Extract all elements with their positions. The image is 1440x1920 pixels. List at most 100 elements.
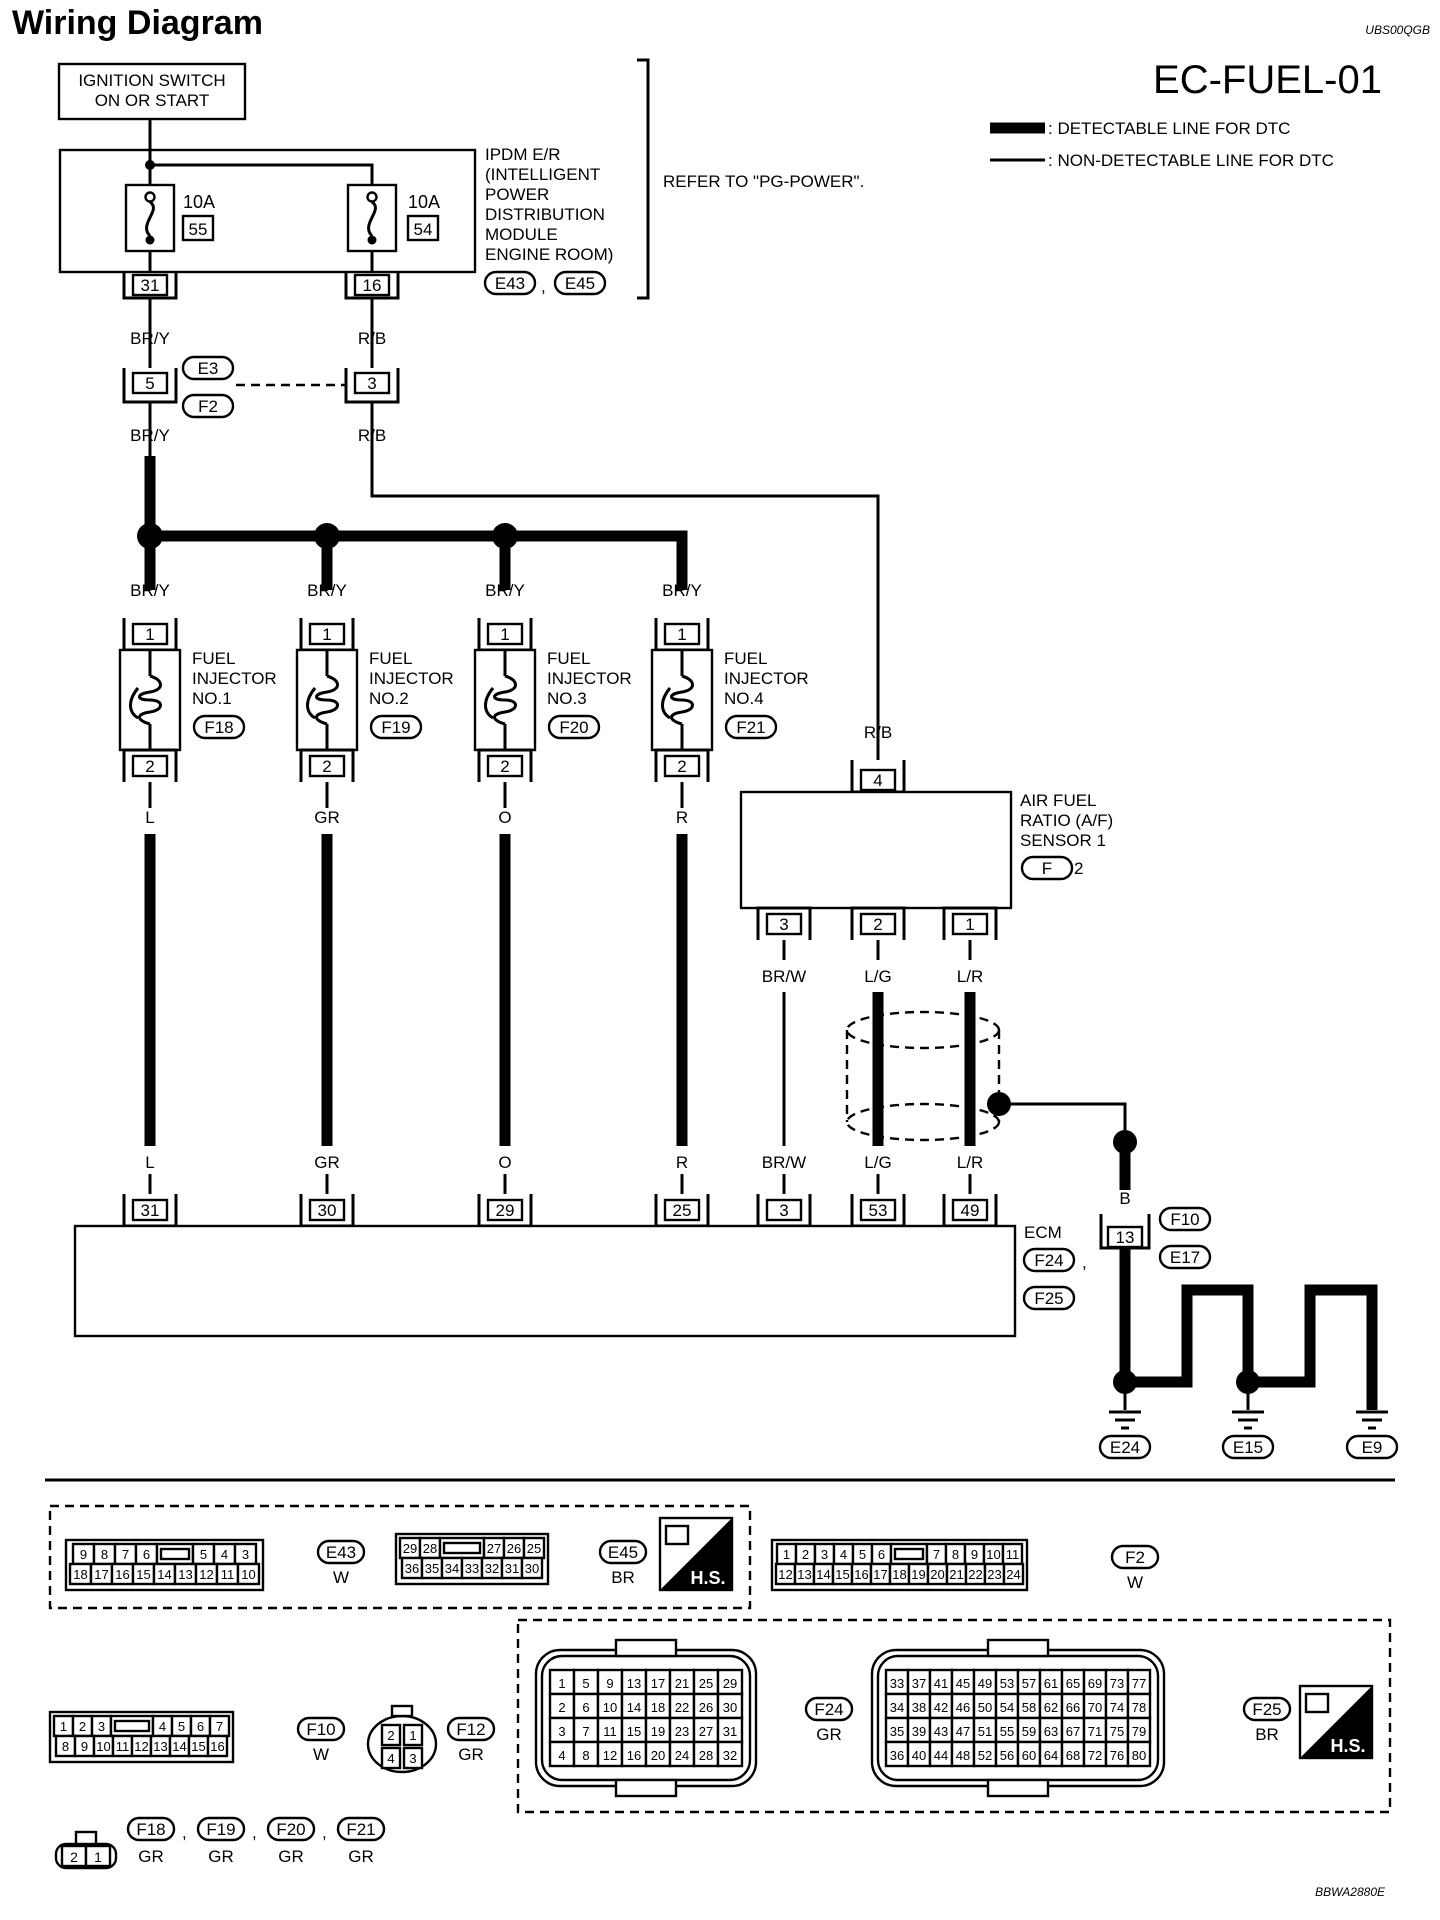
injector-supply-bus <box>144 456 688 590</box>
connector-tag-f24-label: F24 <box>814 1700 843 1719</box>
af-sensor-pins: 3BR/WBR/W3AFH2L/GL/G53AF-1L/RL/R49AF+ <box>756 906 998 1254</box>
pin-label-35: 35 <box>890 1724 904 1739</box>
pin-label-34: 34 <box>890 1700 904 1715</box>
connector-color-f19: GR <box>208 1847 234 1866</box>
connector-tag-inj-f21-label: F21 <box>346 1820 375 1839</box>
svg-text:F10: F10 <box>1170 1210 1199 1229</box>
injector-1-label-1: FUEL <box>192 649 235 668</box>
af-sensor-terminal-4: 4 <box>850 760 906 794</box>
pin-label-15: 15 <box>835 1567 849 1582</box>
pin-label-13: 13 <box>153 1739 167 1754</box>
injector-3-pin-2 <box>486 754 524 778</box>
pin-label-21: 21 <box>949 1567 963 1582</box>
pin-label-75: 75 <box>1110 1724 1124 1739</box>
pin-label-7: 7 <box>582 1724 589 1739</box>
injector-2-pin-1-label: 1 <box>322 625 331 644</box>
ipdm-label: IPDM E/R (INTELLIGENT POWER DISTRIBUTION… <box>485 145 613 264</box>
pin-label-67: 67 <box>1066 1724 1080 1739</box>
fuse-54-rating: 10A <box>408 192 440 212</box>
fuse-54-number: 54 <box>414 220 433 239</box>
injector-1-pin-2-label: 2 <box>145 757 154 776</box>
connector-color-f21: GR <box>348 1847 374 1866</box>
ecm-wire-25: R <box>676 1153 688 1172</box>
pin-label-70: 70 <box>1088 1700 1102 1715</box>
pin-label-14: 14 <box>627 1700 641 1715</box>
svg-text:F25: F25 <box>1034 1289 1063 1308</box>
splice-3 <box>492 523 518 549</box>
svg-text:5: 5 <box>145 374 154 393</box>
pin-label-36: 36 <box>890 1748 904 1763</box>
pin-label-66: 66 <box>1066 1700 1080 1715</box>
pin-label-7: 7 <box>122 1547 129 1562</box>
af-sensor-pin-2-label: 2 <box>873 915 882 934</box>
injector-4-label-2: INJECTOR <box>724 669 809 688</box>
pin-label-3: 3 <box>409 1751 416 1766</box>
injector-1-label-3: NO.1 <box>192 689 232 708</box>
svg-text:E43: E43 <box>495 274 525 293</box>
pin-32 <box>716 1740 744 1768</box>
ignition-switch-state: ON OR START <box>95 91 210 110</box>
pin-label-43: 43 <box>934 1724 948 1739</box>
svg-text:E17: E17 <box>1170 1248 1200 1267</box>
ground-dot-e15 <box>1236 1370 1260 1394</box>
svg-text:IPDM E/R: IPDM E/R <box>485 145 561 164</box>
pin-label-78: 78 <box>1132 1700 1146 1715</box>
svg-text:13: 13 <box>1116 1228 1135 1247</box>
pin-label-25: 25 <box>699 1676 713 1691</box>
pin-label-5: 5 <box>859 1547 866 1562</box>
pin-label-69: 69 <box>1088 1676 1102 1691</box>
injector-4-pin-1-label: 1 <box>677 625 686 644</box>
pin-label-24: 24 <box>1006 1567 1020 1582</box>
pin-label-2: 2 <box>802 1547 809 1562</box>
ecm-label: ECM <box>1024 1223 1062 1242</box>
pin-label-10: 10 <box>986 1547 1000 1562</box>
pin-label-71: 71 <box>1088 1724 1102 1739</box>
ecm-terminal-29-label: 29 <box>496 1201 515 1220</box>
af-sensor-supply-wire <box>370 402 880 760</box>
connector-latch <box>986 1638 1050 1658</box>
connector-tag-f21-label: F21 <box>736 718 765 737</box>
af-sensor-pin-1-bracket <box>942 906 998 940</box>
svg-text:,: , <box>252 1823 257 1842</box>
fuse-55-rating: 10A <box>183 192 215 212</box>
pin-label-56: 56 <box>1000 1748 1014 1763</box>
refer-bracket <box>637 58 650 300</box>
connector-tag-e45 <box>598 1539 648 1565</box>
pin-label-12: 12 <box>778 1567 792 1582</box>
injector-4-pin-2-bracket <box>654 748 710 782</box>
injector-3-coil-icon <box>493 674 517 726</box>
svg-text:31: 31 <box>141 276 160 295</box>
joint-terminal-3: 3 <box>344 368 400 404</box>
connector-tag-f2 <box>181 393 235 419</box>
pin-label-9: 9 <box>81 1739 88 1754</box>
pin-label-51: 51 <box>978 1724 992 1739</box>
ecm-terminal-31-label: 31 <box>141 1201 160 1220</box>
pin-label-17: 17 <box>94 1567 108 1582</box>
pin-4 <box>380 1746 402 1770</box>
pin-label-14: 14 <box>816 1567 830 1582</box>
hs-label: H.S. <box>1330 1736 1365 1756</box>
pin-label-32: 32 <box>485 1561 499 1576</box>
connector-tag-f18-label: F18 <box>204 718 233 737</box>
pin-label-3: 3 <box>821 1547 828 1562</box>
svg-text:RATIO (A/F): RATIO (A/F) <box>1020 811 1113 830</box>
connector-tag-e45-label: E45 <box>608 1543 638 1562</box>
injector-1-pin-1-label: 1 <box>145 625 154 644</box>
injector-4-pin-2-label: 2 <box>677 757 686 776</box>
ground-point-e9 <box>1345 1434 1399 1460</box>
svg-text:F: F <box>1042 859 1052 878</box>
injector-1-supply-wire: BR/Y <box>130 581 170 600</box>
pin-label-3: 3 <box>558 1724 565 1739</box>
connector-tag-inj-f19-label: F19 <box>206 1820 235 1839</box>
connector-tag-f25 <box>1242 1696 1292 1722</box>
pin-label-16: 16 <box>854 1567 868 1582</box>
ecm-terminal-29 <box>486 1198 524 1222</box>
injector-4-coil-icon <box>670 674 694 726</box>
connector-color-f2: W <box>1127 1573 1143 1592</box>
pin-label-9: 9 <box>971 1547 978 1562</box>
af-sensor-pin-3 <box>765 912 803 936</box>
connector-color-f20: GR <box>278 1847 304 1866</box>
harness-icon <box>1304 1692 1330 1714</box>
pin-label-36: 36 <box>405 1561 419 1576</box>
